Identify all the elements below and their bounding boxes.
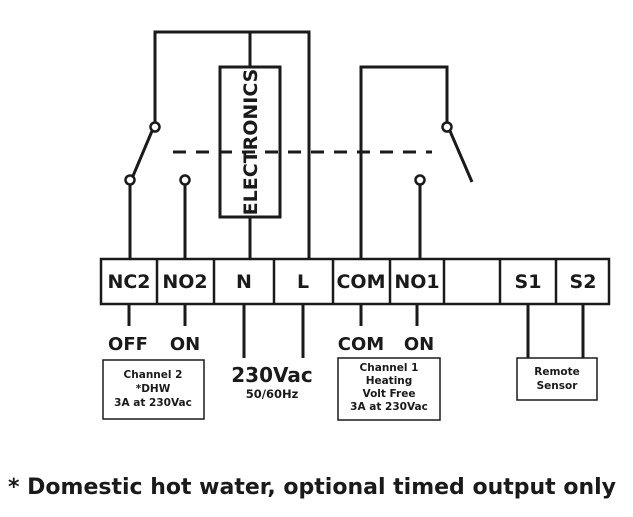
footnote: * Domestic hot water, optional timed out… [8, 475, 616, 500]
supply-voltage: 230Vac [231, 363, 312, 387]
terminal-dividers [155, 259, 558, 304]
terminal-s2: S2 [570, 271, 597, 293]
no1-contact [414, 174, 426, 186]
channel1-heating: Heating [366, 375, 413, 387]
channel2-rating: 3A at 230Vac [114, 397, 192, 409]
terminal-no2: NO2 [162, 271, 207, 293]
wires [128, 30, 474, 259]
terminal-s1: S1 [515, 271, 542, 293]
no2-contact [179, 174, 191, 186]
terminal-com: COM [336, 271, 385, 293]
channel1-pivot [441, 121, 453, 133]
channel1-com-wire [359, 65, 449, 259]
sensor-line1: Remote [534, 366, 580, 378]
terminal-no1: NO1 [394, 271, 439, 293]
contacts [124, 121, 453, 186]
com-label: COM [338, 334, 384, 355]
channel2-pivot [149, 121, 161, 133]
on-label-channel1: ON [404, 334, 434, 355]
channel1-rating: 3A at 230Vac [350, 401, 428, 413]
terminal-l: L [297, 271, 309, 293]
electronics-label: ELECTRONICS [240, 69, 262, 216]
off-label: OFF [108, 334, 148, 355]
sensor-line2: Sensor [537, 380, 579, 392]
channel1-info-box: Channel 1 Heating Volt Free 3A at 230Vac [337, 357, 441, 421]
terminal-n: N [236, 271, 252, 293]
channel1-volt-free: Volt Free [363, 388, 416, 400]
remote-sensor-box: Remote Sensor [516, 357, 598, 401]
nc2-contact [124, 174, 136, 186]
on-label-channel2: ON [170, 334, 200, 355]
channel1-switch-blade [448, 130, 474, 183]
output-wires [127, 304, 585, 358]
channel2-info-box: Channel 2 *DHW 3A at 230Vac [102, 359, 205, 420]
channel2-title: Channel 2 [124, 369, 183, 381]
channel2-switch-blade [131, 130, 154, 177]
supply-frequency: 50/60Hz [246, 387, 299, 401]
terminal-strip: NC2 NO2 N L COM NO1 S1 S2 [99, 257, 611, 306]
terminal-nc2: NC2 [107, 271, 150, 293]
channel2-dhw: *DHW [136, 383, 171, 395]
terminal-strip-frame [99, 257, 611, 306]
channel1-title: Channel 1 [360, 362, 419, 374]
live-wire [153, 30, 311, 259]
